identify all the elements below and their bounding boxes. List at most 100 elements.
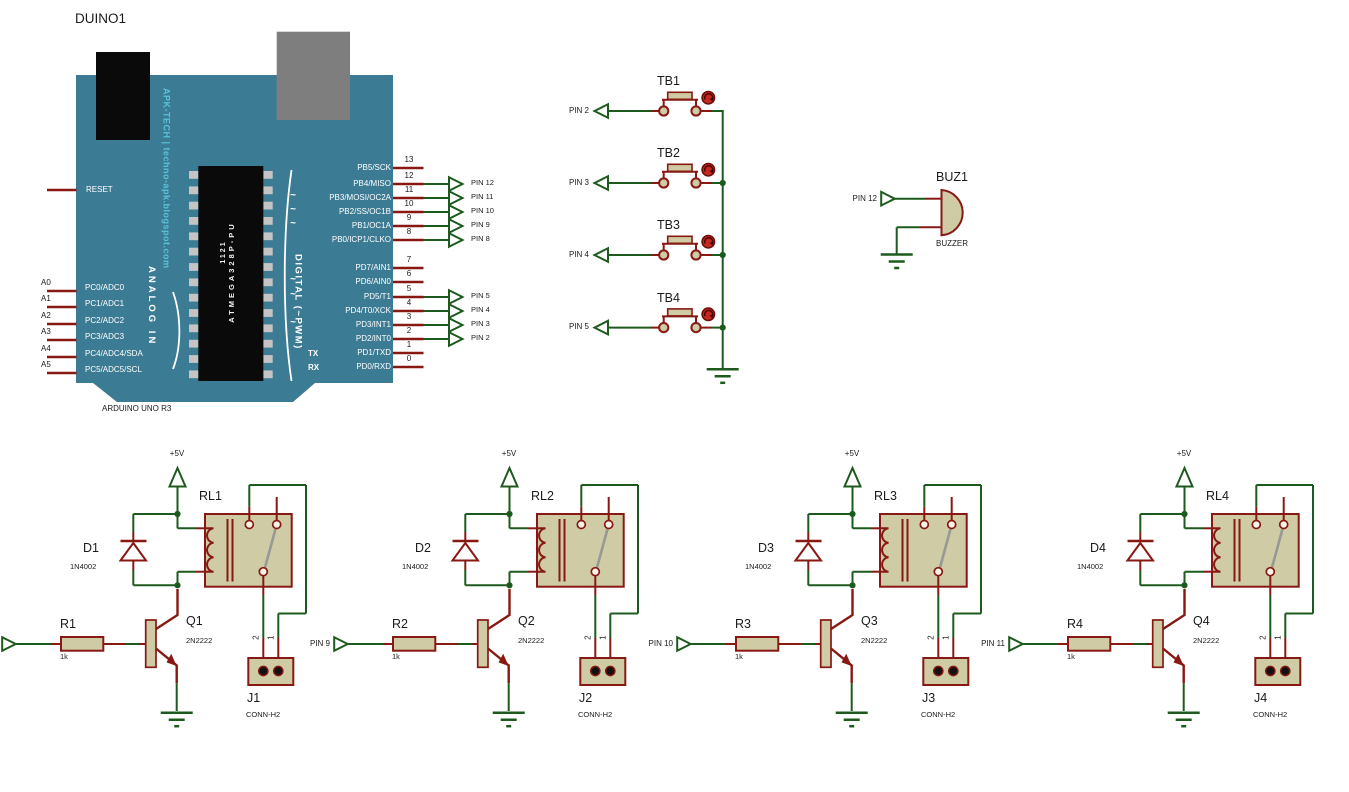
relay2-q-ref: Q2 [518, 614, 535, 628]
analog-pin-label-a0: A0 [41, 278, 51, 287]
pin-number-0: 0 [406, 354, 412, 363]
button-ref-tb3: TB3 [657, 218, 680, 232]
analog-pin-name-a5: PC5/ADC5/SCL [85, 365, 142, 374]
relay1-r-ref: R1 [60, 617, 76, 631]
terminal-label-pin8: PIN 8 [471, 234, 490, 243]
pwm-tilde-6: ~ [290, 274, 296, 285]
pwm-tilde-11: ~ [290, 190, 296, 201]
push-button-tb4[interactable] [595, 308, 724, 334]
digital-pin-name-2: PD2/INT0 [355, 334, 391, 343]
digital-pin-name-3: PD3/INT1 [355, 320, 391, 329]
buzzer-ref-label: BUZ1 [936, 170, 968, 184]
relay4-j-ref: J4 [1254, 691, 1268, 705]
analog-pin-name-a3: PC3/ADC3 [85, 332, 125, 341]
relay2-j-value: CONN-H2 [578, 710, 613, 719]
relay2-vcc-label: +5V [501, 449, 517, 458]
relay3-j-ref: J3 [922, 691, 936, 705]
relay4-jpin2-label: 2 [1258, 635, 1268, 640]
relay3-q-ref: Q3 [861, 614, 878, 628]
relay4-d-value: 1N4002 [1077, 561, 1104, 571]
digital-pin-name-11: PB3/MOSI/OC2A [329, 193, 391, 202]
terminal-label-pin3: PIN 3 [471, 319, 490, 328]
rx-label: RX [308, 362, 320, 372]
analog-pin-label-a1: A1 [41, 294, 51, 303]
relay2-net-label: PIN 9 [309, 639, 330, 648]
analog-pin-label-a3: A3 [41, 327, 51, 336]
chip-marking: 1121 ATMEGA328P-PU [220, 166, 242, 378]
pin-number-3: 3 [406, 312, 412, 321]
relay4-jpin1-label: 1 [1273, 635, 1283, 640]
relay4-vcc-label: +5V [1176, 449, 1192, 458]
button-ref-tb4: TB4 [657, 291, 680, 305]
chip-part-number: ATMEGA328P-PU [227, 221, 236, 323]
digital-pin-name-13: PB5/SCK [357, 163, 391, 172]
atmega-chip [198, 166, 264, 381]
button-net-label-tb1: PIN 2 [568, 105, 589, 115]
relay3-r-ref: R3 [735, 617, 751, 631]
pin-number-10: 10 [404, 199, 414, 208]
relay2-jpin2-label: 2 [583, 635, 593, 640]
relay1-r-value: 1k [60, 651, 68, 661]
relay1-d-value: 1N4002 [70, 561, 97, 571]
usb-connector [276, 31, 350, 121]
analog-group-brace [172, 291, 181, 370]
relay1-j-value: CONN-H2 [246, 710, 281, 719]
analog-pin-name-a4: PC4/ADC4/SDA [85, 349, 143, 358]
digital-pin-name-8: PB0/ICP1/CLKO [331, 235, 391, 244]
relay4-d-ref: D4 [1090, 541, 1106, 555]
relay3-d-ref: D3 [758, 541, 774, 555]
button-ref-tb1: TB1 [657, 74, 680, 88]
relay-driver-circuit-2[interactable] [334, 468, 638, 726]
push-button-tb2[interactable] [595, 164, 724, 190]
digital-group-brace [283, 169, 293, 382]
analog-pin-label-a2: A2 [41, 311, 51, 320]
relay1-jpin2-label: 2 [251, 635, 261, 640]
relay4-j-value: CONN-H2 [1253, 710, 1288, 719]
relay1-vcc-label: +5V [169, 449, 185, 458]
relay1-j-ref: J1 [247, 691, 261, 705]
push-button-tb3[interactable] [595, 236, 724, 262]
arduino-board-graphic[interactable] [76, 31, 393, 402]
buzzer-circuit[interactable] [879, 188, 964, 270]
analog-pin-name-a2: PC2/ADC2 [85, 316, 125, 325]
relay3-j-value: CONN-H2 [921, 710, 956, 719]
relay3-jpin2-label: 2 [926, 635, 936, 640]
button-ref-tb2: TB2 [657, 146, 680, 160]
relay-driver-circuit-1[interactable] [2, 468, 306, 726]
button-net-label-tb4: PIN 5 [568, 322, 589, 331]
dc-jack [96, 52, 150, 140]
pin-number-7: 7 [406, 255, 412, 264]
relay-driver-circuit-3[interactable] [677, 468, 981, 726]
relay4-r-ref: R4 [1067, 617, 1083, 631]
arduino-terminal-wires [423, 183, 450, 340]
push-button-tb1[interactable] [595, 92, 724, 118]
relay-driver-circuit-4[interactable] [1009, 468, 1313, 726]
arduino-terminal-arrows[interactable] [448, 176, 464, 347]
pin-number-2: 2 [406, 326, 412, 335]
relay4-q-value: 2N2222 [1193, 635, 1220, 645]
digital-pin-name-7: PD7/AIN1 [355, 263, 391, 272]
analog-pin-label-a5: A5 [41, 360, 51, 369]
pin-number-12: 12 [404, 171, 414, 180]
digital-pin-name-4: PD4/T0/XCK [345, 306, 391, 315]
relay4-rl-ref: RL4 [1206, 489, 1229, 503]
relay1-q-value: 2N2222 [186, 635, 213, 645]
buzzer-symbol[interactable] [940, 188, 964, 237]
relay2-rl-ref: RL2 [531, 489, 554, 503]
analog-pin-name-a0: PC0/ADC0 [85, 283, 125, 292]
digital-pin-name-6: PD6/AIN0 [355, 277, 391, 286]
relay1-jpin1-label: 1 [266, 635, 276, 640]
pwm-tilde-3: ~ [290, 317, 296, 328]
buzzer-input-terminal[interactable] [880, 190, 896, 207]
chip-date-code: 1121 [220, 240, 227, 264]
relay1-q-ref: Q1 [186, 614, 203, 628]
pin-number-6: 6 [406, 269, 412, 278]
terminal-label-pin11: PIN 11 [471, 192, 494, 201]
relay2-r-ref: R2 [392, 617, 408, 631]
digital-pin-name-12: PB4/MISO [353, 179, 391, 188]
relay3-d-value: 1N4002 [745, 561, 772, 571]
relay3-rl-ref: RL3 [874, 489, 897, 503]
analog-pin-name-a1: PC1/ADC1 [85, 299, 125, 308]
